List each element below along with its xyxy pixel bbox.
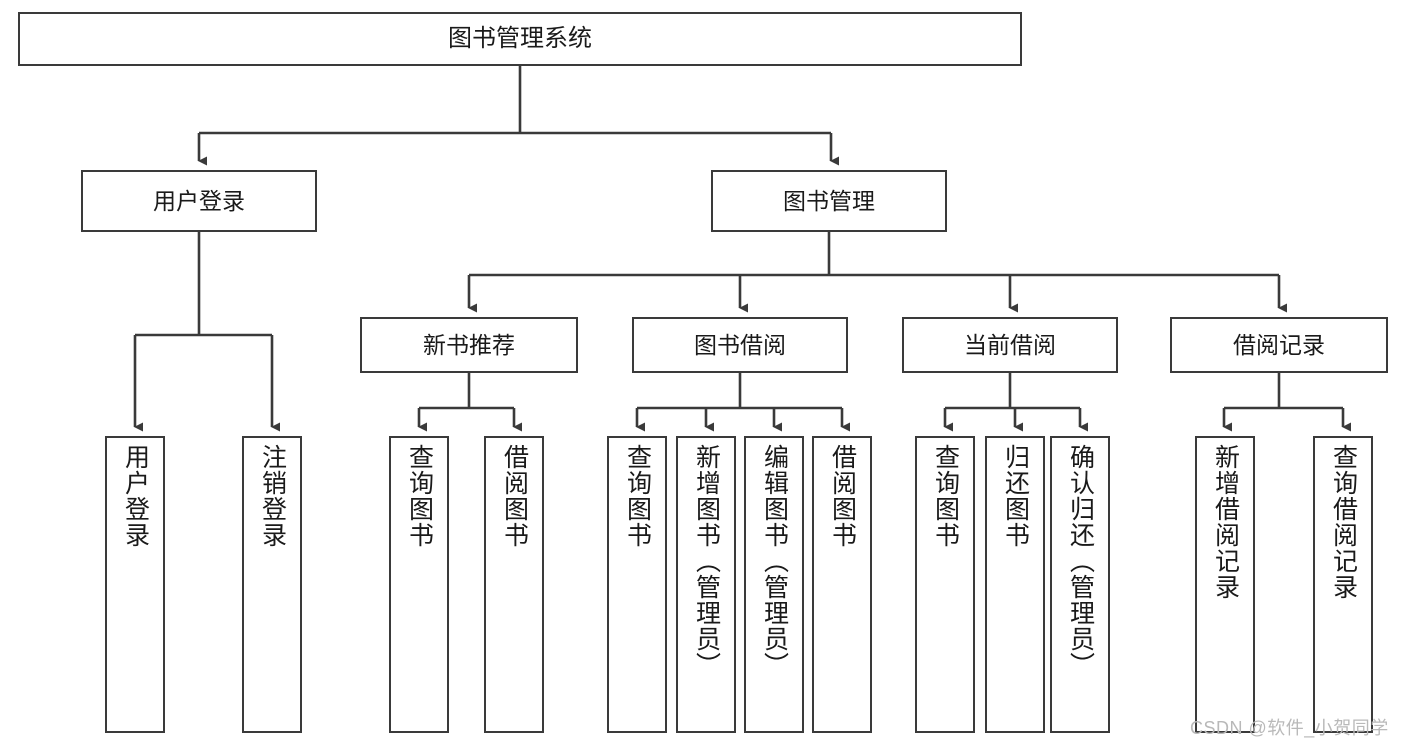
- leaf-query-book-1-label: 查询图书: [405, 444, 434, 548]
- leaf-add-book-label: 新增图书（管理员）: [692, 444, 721, 678]
- leaf-return-book[interactable]: 归还图书: [985, 436, 1045, 733]
- node-root-label: 图书管理系统: [448, 25, 592, 53]
- leaf-user-login-label: 用户登录: [121, 444, 150, 548]
- leaf-borrow-book-1[interactable]: 借阅图书: [484, 436, 544, 733]
- node-borrow-record-label: 借阅记录: [1233, 331, 1325, 358]
- leaf-query-book-2-label: 查询图书: [623, 444, 652, 548]
- leaf-borrow-book-2[interactable]: 借阅图书: [812, 436, 872, 733]
- leaf-edit-book-label: 编辑图书（管理员）: [760, 444, 789, 678]
- node-current-borrow[interactable]: 当前借阅: [902, 317, 1118, 373]
- watermark-text: CSDN @软件_小贺同学: [1190, 718, 1389, 738]
- node-user-login[interactable]: 用户登录: [81, 170, 317, 232]
- leaf-query-book-2[interactable]: 查询图书: [607, 436, 667, 733]
- leaf-confirm-return[interactable]: 确认归还（管理员）: [1050, 436, 1110, 733]
- node-new-book-recommend-label: 新书推荐: [423, 331, 515, 358]
- leaf-query-book-3[interactable]: 查询图书: [915, 436, 975, 733]
- leaf-add-record[interactable]: 新增借阅记录: [1195, 436, 1255, 733]
- leaf-query-book-3-label: 查询图书: [931, 444, 960, 548]
- node-book-borrow[interactable]: 图书借阅: [632, 317, 848, 373]
- node-user-login-label: 用户登录: [153, 187, 245, 214]
- leaf-add-book[interactable]: 新增图书（管理员）: [676, 436, 736, 733]
- leaf-confirm-return-label: 确认归还（管理员）: [1066, 444, 1095, 678]
- leaf-logout-login-label: 注销登录: [258, 444, 287, 548]
- leaf-query-book-1[interactable]: 查询图书: [389, 436, 449, 733]
- node-book-management-label: 图书管理: [783, 187, 875, 214]
- leaf-edit-book[interactable]: 编辑图书（管理员）: [744, 436, 804, 733]
- leaf-borrow-book-1-label: 借阅图书: [500, 444, 529, 548]
- leaf-add-record-label: 新增借阅记录: [1211, 444, 1240, 600]
- node-borrow-record[interactable]: 借阅记录: [1170, 317, 1388, 373]
- node-root[interactable]: 图书管理系统: [18, 12, 1022, 66]
- leaf-logout-login[interactable]: 注销登录: [242, 436, 302, 733]
- node-new-book-recommend[interactable]: 新书推荐: [360, 317, 578, 373]
- node-book-borrow-label: 图书借阅: [694, 331, 786, 358]
- leaf-query-record-label: 查询借阅记录: [1329, 444, 1358, 600]
- node-current-borrow-label: 当前借阅: [964, 331, 1056, 358]
- leaf-return-book-label: 归还图书: [1001, 444, 1030, 548]
- leaf-borrow-book-2-label: 借阅图书: [828, 444, 857, 548]
- node-book-management[interactable]: 图书管理: [711, 170, 947, 232]
- leaf-user-login[interactable]: 用户登录: [105, 436, 165, 733]
- leaf-query-record[interactable]: 查询借阅记录: [1313, 436, 1373, 733]
